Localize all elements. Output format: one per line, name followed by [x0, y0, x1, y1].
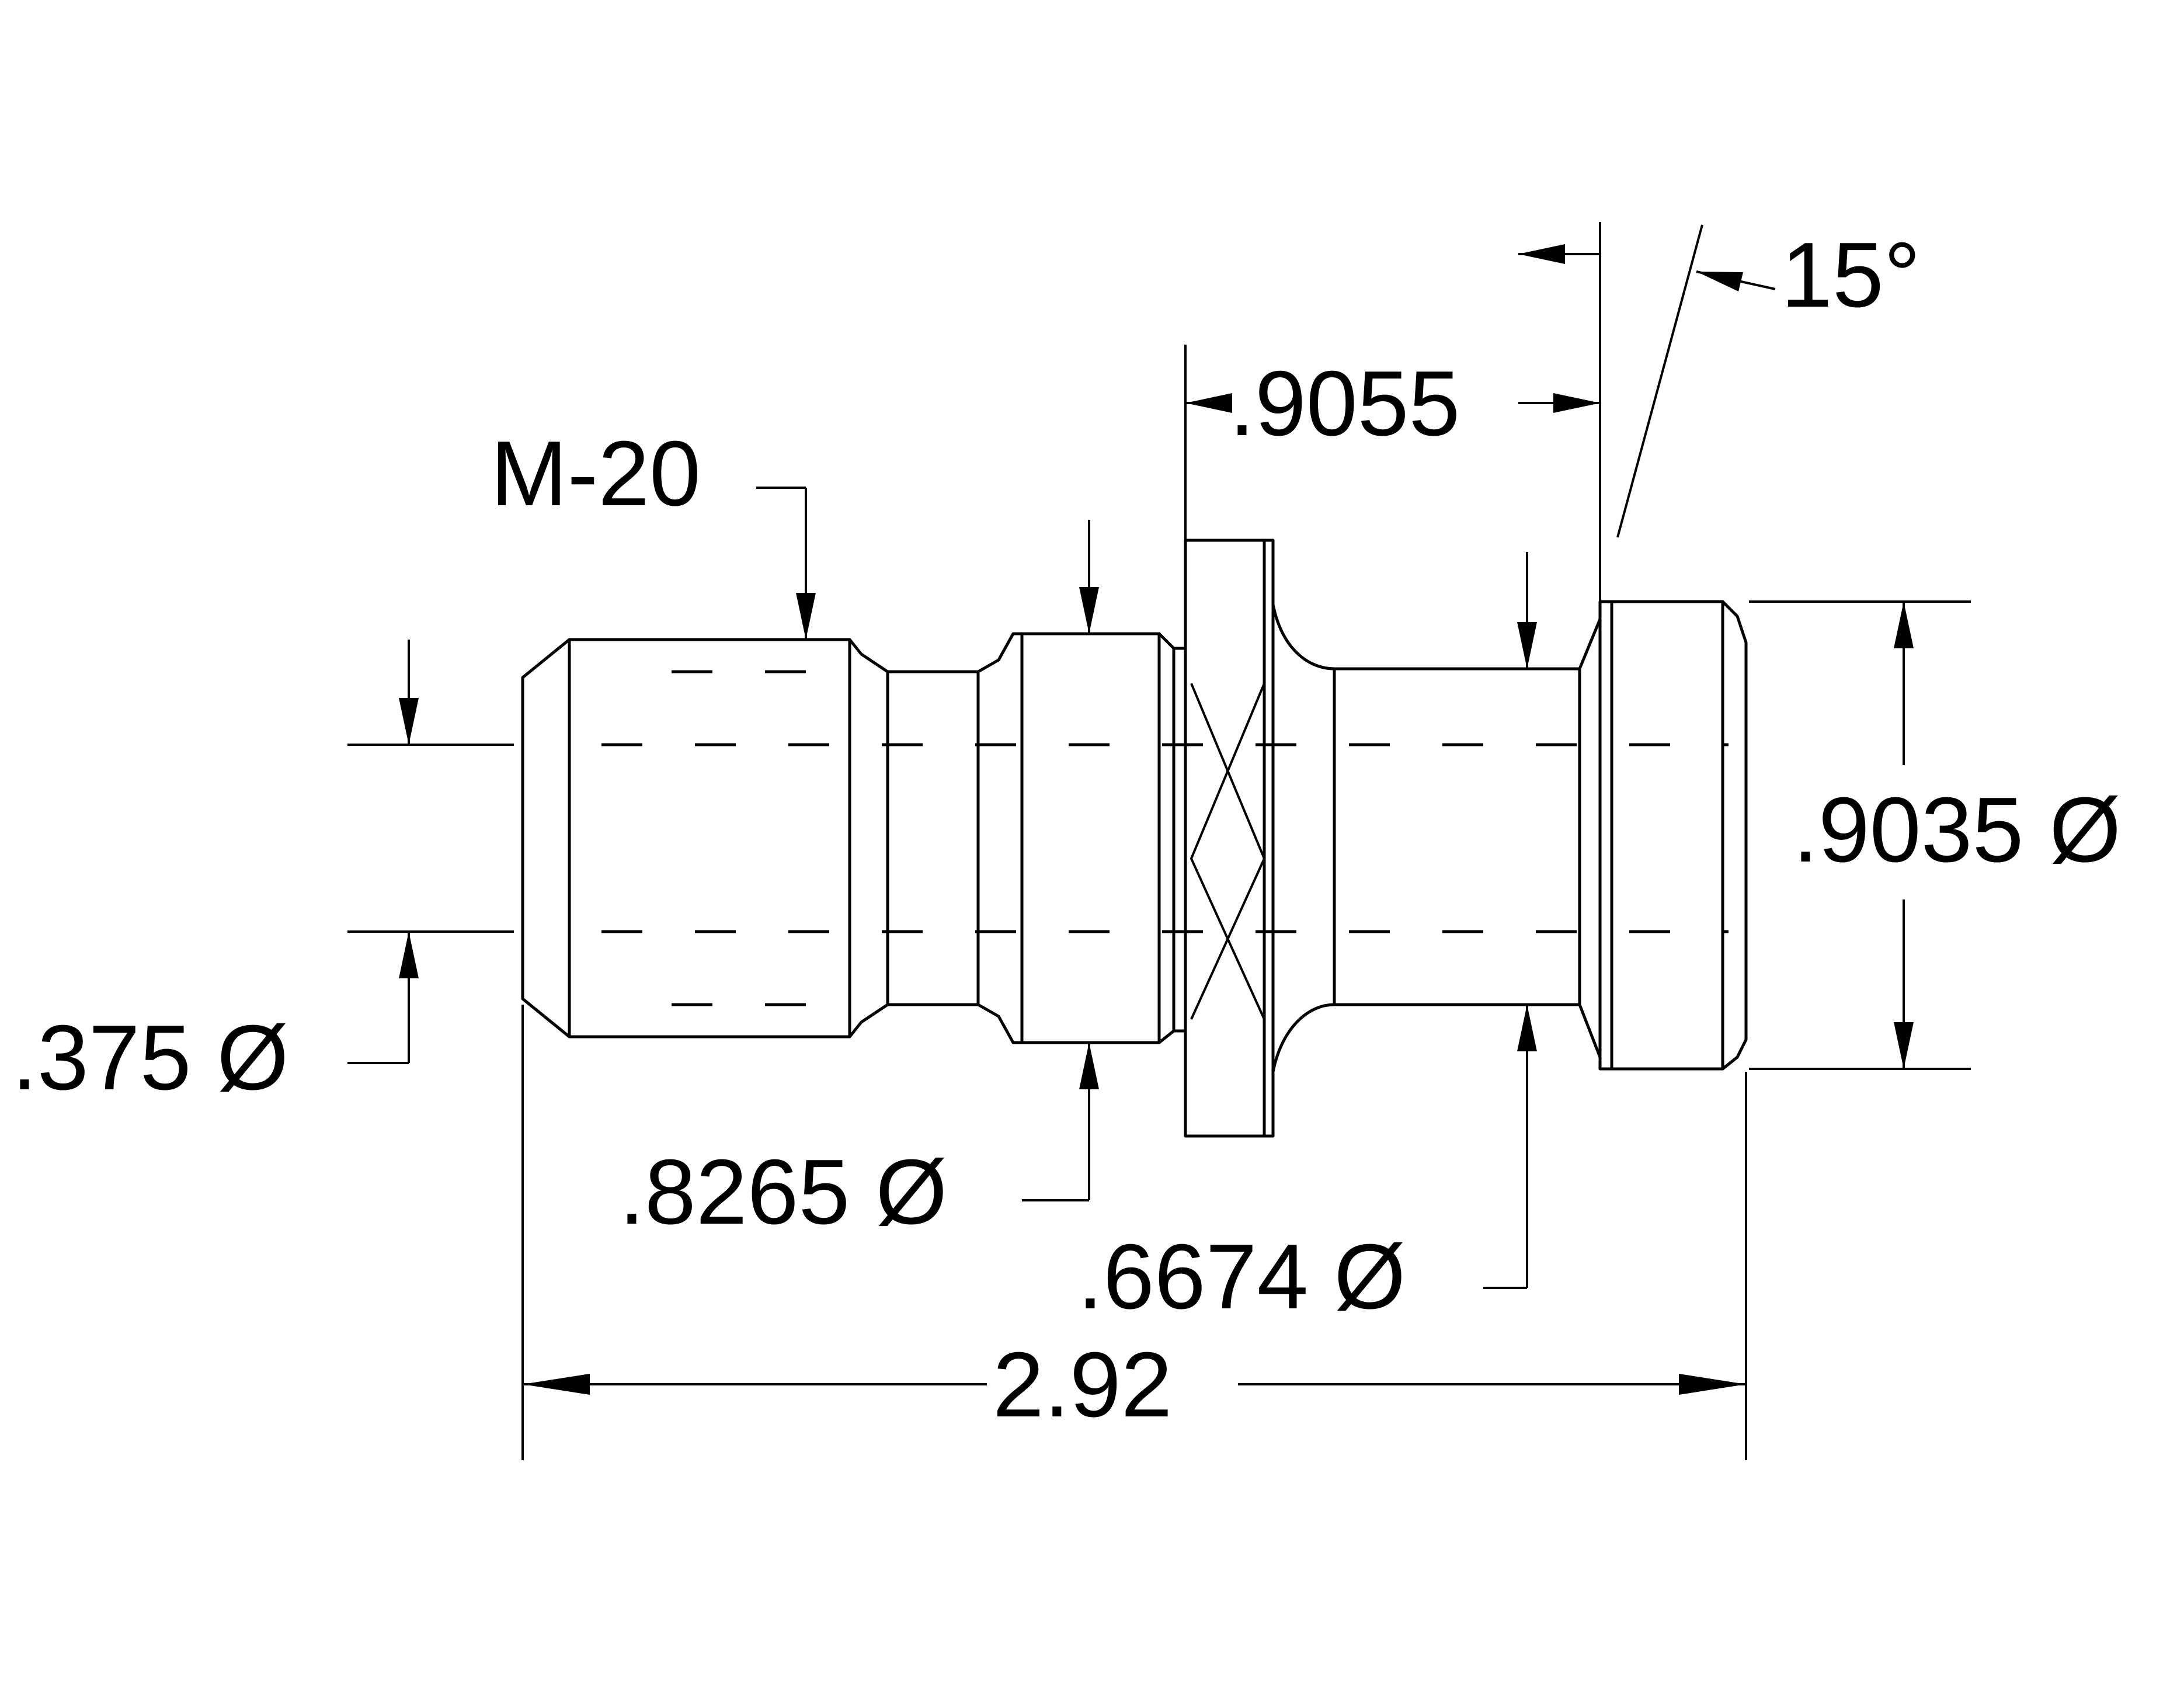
thread-callout: M-20: [491, 422, 816, 640]
neck-section: [1333, 667, 1581, 1006]
shank-dimension: .8265 Ø: [619, 520, 1099, 1244]
neck-dimension: .6674 Ø: [1077, 552, 1537, 1328]
shank-diameter-label: .8265 Ø: [619, 1141, 947, 1244]
bore-dimension: .375 Ø: [12, 640, 514, 1109]
head-dimension: .9035 Ø: [1749, 600, 2121, 1070]
angle-callout: 15°: [1518, 224, 1921, 538]
head-taper: [1578, 617, 1602, 1059]
neck-diameter-label: .6674 Ø: [1077, 1225, 1406, 1328]
flange-section: [1184, 539, 1275, 1138]
shank-section: [1020, 632, 1176, 1044]
head-angle-label: 15°: [1781, 224, 1921, 327]
overall-length-dimension: 2.92: [521, 1005, 1747, 1460]
head-section: [1598, 600, 1748, 1071]
flange-length-label: .9055: [1229, 352, 1460, 455]
thread-section: [521, 638, 851, 1038]
thread-size-label: M-20: [491, 422, 701, 525]
bore-diameter-label: .375 Ø: [12, 1006, 288, 1109]
overall-length-label: 2.92: [993, 1333, 1173, 1436]
hidden-lines: [601, 670, 1729, 1006]
head-diameter-label: .9035 Ø: [1793, 779, 2121, 881]
flange-length-dimension: .9055: [1184, 222, 1601, 602]
part-outline: [521, 539, 1748, 1138]
